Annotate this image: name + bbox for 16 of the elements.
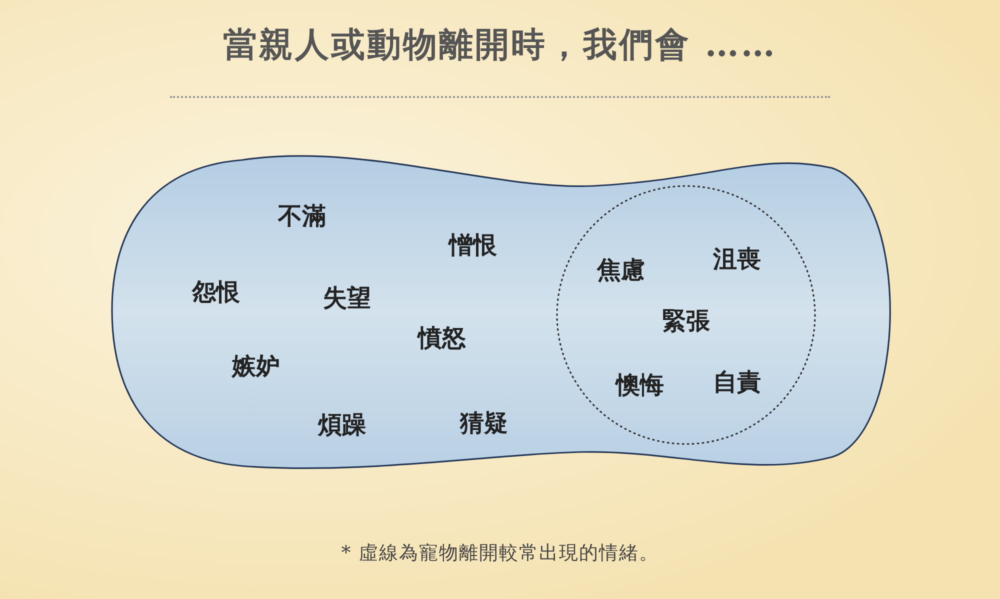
emotion-word: 憤怒 (418, 322, 466, 354)
footnote: * 虛線為寵物離開較常出現的情緒。 (340, 541, 660, 566)
emotion-word: 緊張 (662, 305, 710, 337)
emotion-word: 自責 (713, 366, 761, 398)
emotion-word: 怨恨 (192, 276, 240, 308)
emotion-word: 懊悔 (616, 369, 664, 401)
emotion-word: 猜疑 (460, 407, 508, 439)
emotion-word: 憎恨 (449, 229, 497, 261)
emotion-word: 失望 (323, 282, 371, 314)
emotion-word: 煩躁 (318, 409, 366, 441)
emotion-word: 不滿 (278, 200, 326, 232)
emotion-word: 沮喪 (713, 243, 761, 275)
title: 當親人或動物離開時，我們會 …… (222, 24, 778, 67)
dotted-circle (556, 185, 816, 445)
emotion-word: 焦慮 (597, 254, 645, 286)
emotion-word: 嫉妒 (232, 350, 280, 382)
